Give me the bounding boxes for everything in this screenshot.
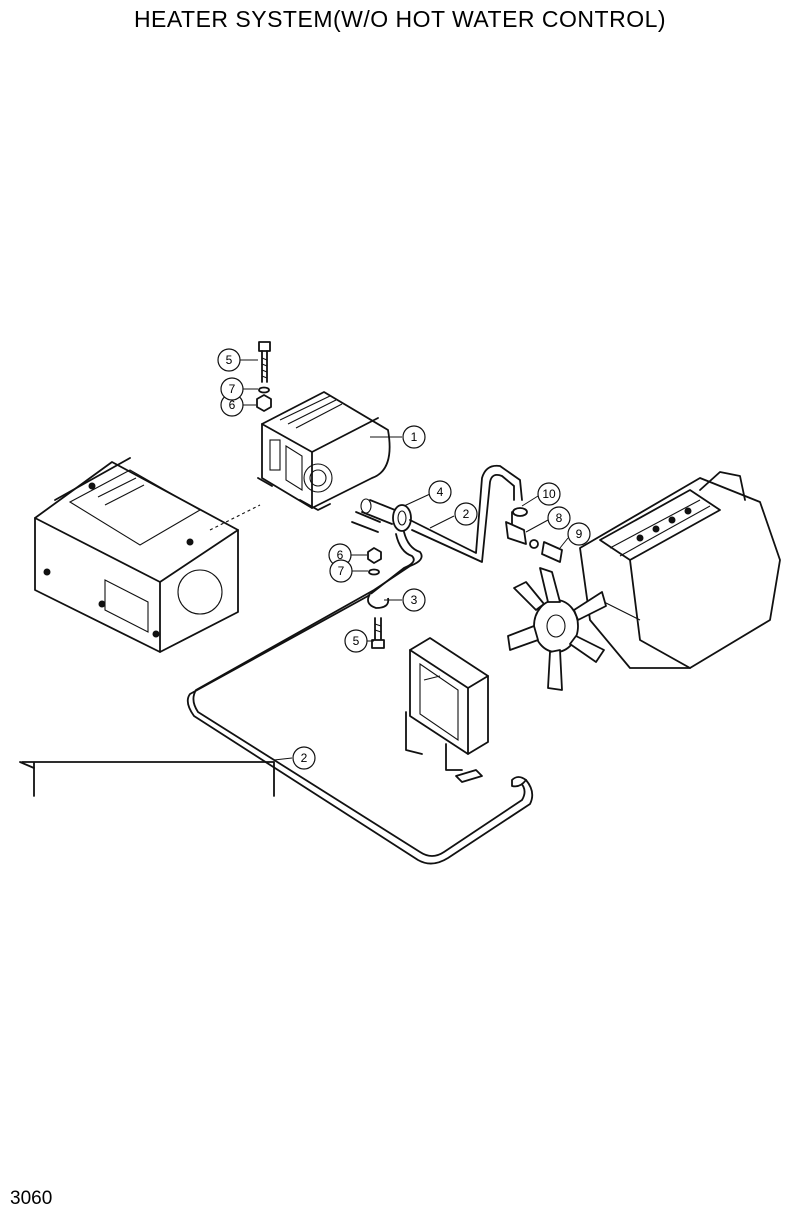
svg-text:6: 6 bbox=[229, 398, 236, 412]
engine bbox=[579, 471, 781, 669]
hose-lower bbox=[186, 531, 534, 865]
callout-5-upper: 5 bbox=[217, 348, 258, 372]
callout-7-lower: 7 bbox=[329, 559, 368, 583]
callout-5-lower: 5 bbox=[344, 629, 374, 653]
svg-text:8: 8 bbox=[556, 511, 563, 525]
callout-3: 3 bbox=[384, 588, 426, 612]
frame-corner bbox=[19, 761, 35, 769]
callout-9: 9 bbox=[559, 522, 591, 549]
valve-assembly bbox=[505, 507, 563, 563]
washer-lower bbox=[368, 568, 380, 576]
svg-text:7: 7 bbox=[229, 382, 236, 396]
svg-text:7: 7 bbox=[338, 564, 345, 578]
bolt-upper bbox=[258, 341, 271, 383]
svg-text:6: 6 bbox=[337, 548, 344, 562]
heater-core bbox=[405, 637, 527, 788]
callout-6-upper: 6 bbox=[220, 393, 256, 417]
svg-text:5: 5 bbox=[353, 634, 360, 648]
svg-text:9: 9 bbox=[576, 527, 583, 541]
nut-lower bbox=[367, 547, 382, 564]
page-number: 3060 bbox=[10, 1188, 53, 1209]
callout-1: 1 bbox=[370, 425, 426, 449]
svg-text:2: 2 bbox=[301, 751, 308, 765]
callout-2-upper: 2 bbox=[429, 502, 478, 529]
heater-unit bbox=[257, 391, 391, 511]
nut-upper bbox=[256, 394, 272, 412]
cab-box bbox=[34, 457, 261, 653]
svg-text:4: 4 bbox=[437, 485, 444, 499]
svg-text:3: 3 bbox=[411, 593, 418, 607]
svg-text:10: 10 bbox=[542, 487, 556, 501]
callout-10: 10 bbox=[521, 482, 561, 507]
callout-7-upper: 7 bbox=[220, 377, 258, 401]
callout-4: 4 bbox=[403, 480, 452, 507]
callout-2-lower: 2 bbox=[273, 746, 316, 770]
svg-text:5: 5 bbox=[226, 353, 233, 367]
svg-text:1: 1 bbox=[411, 430, 418, 444]
diagram-title: HEATER SYSTEM(W/O HOT WATER CONTROL) bbox=[133, 6, 667, 32]
clamp bbox=[367, 593, 390, 609]
engine-fan bbox=[507, 567, 607, 691]
callout-8: 8 bbox=[525, 506, 571, 533]
hose-upper bbox=[409, 464, 523, 563]
frame-outline bbox=[21, 761, 275, 797]
washer-upper bbox=[258, 386, 270, 394]
svg-text:2: 2 bbox=[463, 507, 470, 521]
bolt-lower bbox=[371, 617, 385, 649]
hose-joint bbox=[351, 498, 412, 533]
